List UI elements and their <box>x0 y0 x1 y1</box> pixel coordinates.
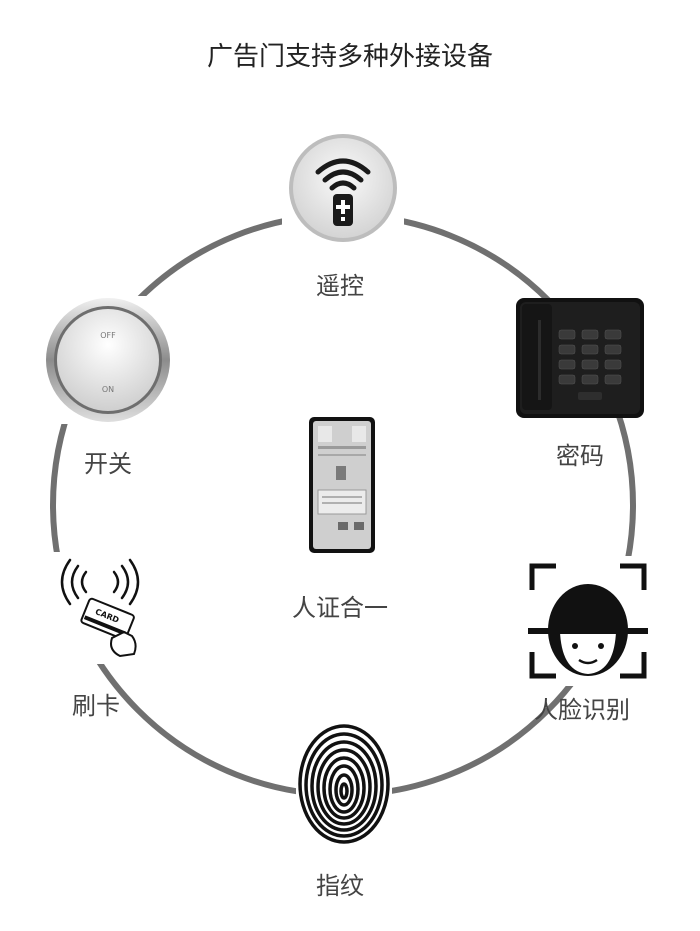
switch-on-text: ON <box>102 385 114 394</box>
face-recognition-icon <box>522 556 654 686</box>
switch-button-icon: OFF ON <box>42 296 174 424</box>
keypad-node <box>514 296 646 420</box>
id-terminal-icon <box>309 417 375 553</box>
label-remote: 遥控 <box>316 272 364 300</box>
card-node: CARD <box>46 552 154 664</box>
switch-off-text: OFF <box>100 331 116 340</box>
remote-node <box>282 132 404 244</box>
center-device <box>308 416 376 554</box>
label-fingerprint: 指纹 <box>316 872 364 900</box>
label-keypad: 密码 <box>556 442 604 470</box>
diagram-title: 广告门支持多种外接设备 <box>206 42 493 72</box>
face-node <box>522 556 654 686</box>
label-switch: 开关 <box>84 450 132 478</box>
remote-control-icon <box>282 132 404 244</box>
card-swipe-icon: CARD <box>46 552 154 664</box>
fingerprint-node <box>296 720 392 848</box>
fingerprint-icon <box>296 720 392 848</box>
center-label: 人证合一 <box>292 594 388 622</box>
label-face: 人脸识别 <box>534 696 630 724</box>
label-card: 刷卡 <box>72 692 120 720</box>
keypad-icon <box>516 298 644 418</box>
switch-node: OFF ON <box>42 296 174 424</box>
